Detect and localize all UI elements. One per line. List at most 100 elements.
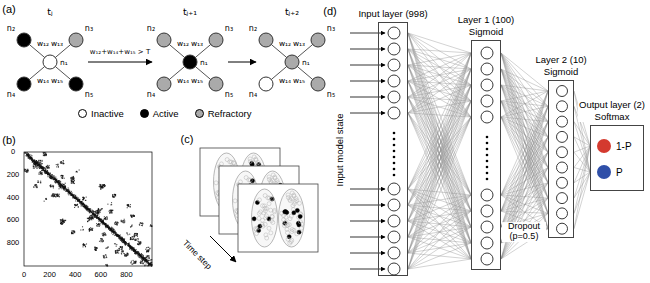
- matrix-entry: [63, 163, 64, 164]
- matrix-entry: [130, 246, 131, 247]
- matrix-entry: [25, 152, 26, 153]
- matrix-entry: [46, 172, 47, 173]
- matrix-entry: [130, 247, 131, 248]
- matrix-entry: [26, 155, 27, 156]
- matrix-entry: [149, 260, 150, 261]
- matrix-entry: [59, 183, 60, 184]
- matrix-entry: [53, 179, 54, 180]
- matrix-entry: [72, 196, 73, 197]
- matrix-entry: [122, 237, 123, 238]
- matrix-entry: [100, 223, 101, 224]
- matrix-entry: [37, 162, 38, 163]
- matrix-entry: [57, 181, 58, 182]
- matrix-entry: [66, 190, 67, 191]
- matrix-entry: [32, 161, 33, 162]
- matrix-entry: [73, 177, 74, 178]
- matrix-entry: [85, 207, 86, 208]
- matrix-entry: [64, 185, 65, 186]
- matrix-entry: [120, 234, 121, 235]
- matrix-entry: [98, 212, 99, 213]
- matrix-entry: [100, 188, 101, 189]
- matrix-entry: [44, 152, 45, 153]
- matrix-entry: [138, 252, 139, 253]
- matrix-entry: [93, 214, 94, 215]
- matrix-entry: [146, 261, 147, 262]
- matrix-entry: [56, 181, 57, 182]
- matrix-entry: [71, 194, 72, 195]
- matrix-entry: [95, 214, 96, 215]
- matrix-entry: [68, 192, 69, 193]
- matrix-entry: [56, 181, 57, 182]
- matrix-entry: [78, 200, 79, 201]
- matrix-entry: [56, 180, 57, 181]
- matrix-entry: [33, 160, 34, 161]
- matrix-entry: [119, 235, 120, 236]
- matrix-entry: [100, 187, 101, 188]
- matrix-entry: [135, 261, 136, 262]
- matrix-entry: [116, 235, 117, 236]
- matrix-entry: [98, 209, 99, 210]
- matrix-entry: [105, 217, 106, 218]
- neuron-circle: [17, 77, 31, 91]
- matrix-entry: [64, 187, 65, 188]
- matrix-entry: [145, 259, 146, 260]
- matrix-entry: [84, 206, 85, 207]
- matrix-entry: [99, 218, 100, 219]
- matrix-entry: [122, 251, 123, 252]
- matrix-entry: [44, 170, 45, 171]
- neuron-circle: [157, 77, 171, 91]
- matrix-entry: [145, 260, 146, 261]
- matrix-entry: [38, 164, 39, 165]
- matrix-entry: [44, 155, 45, 156]
- matrix-entry: [40, 164, 41, 165]
- matrix-entry: [124, 222, 125, 223]
- matrix-entry: [99, 219, 100, 220]
- matrix-entry: [140, 256, 141, 257]
- matrix-entry: [106, 225, 107, 226]
- matrix-entry: [41, 167, 42, 168]
- matrix-entry: [100, 219, 101, 220]
- matrix-entry: [35, 166, 36, 167]
- neuron-circle: [69, 33, 83, 47]
- matrix-entry: [41, 166, 42, 167]
- matrix-entry: [100, 220, 101, 221]
- matrix-entry: [80, 201, 81, 202]
- matrix-entry: [122, 241, 123, 242]
- matrix-entry: [93, 214, 94, 215]
- matrix-entry: [147, 260, 148, 261]
- matrix-entry: [59, 180, 60, 181]
- matrix-entry: [87, 208, 88, 209]
- matrix-entry: [103, 220, 104, 221]
- matrix-entry: [95, 216, 96, 217]
- matrix-entry: [118, 235, 119, 236]
- matrix-entry: [36, 166, 37, 167]
- matrix-entry: [135, 253, 136, 254]
- matrix-entry: [78, 200, 79, 201]
- matrix-entry: [45, 169, 46, 170]
- matrix-entry: [35, 163, 36, 164]
- matrix-entry: [130, 246, 131, 247]
- matrix-entry: [137, 240, 138, 241]
- matrix-entry: [149, 258, 150, 259]
- matrix-entry: [130, 247, 131, 248]
- matrix-entry: [83, 229, 84, 230]
- matrix-entry: [71, 178, 72, 179]
- matrix-entry: [40, 160, 41, 161]
- matrix-entry: [137, 253, 138, 254]
- matrix-entry: [144, 260, 145, 261]
- matrix-entry: [71, 195, 72, 196]
- matrix-entry: [149, 264, 150, 265]
- matrix-entry: [75, 205, 76, 206]
- matrix-entry: [98, 218, 99, 219]
- matrix-entry: [105, 219, 106, 220]
- matrix-entry: [36, 160, 37, 161]
- matrix-entry: [88, 209, 89, 210]
- matrix-entry: [116, 235, 117, 236]
- matrix-entry: [121, 238, 122, 239]
- matrix-entry: [82, 204, 83, 205]
- matrix-entry: [38, 162, 39, 163]
- matrix-entry: [45, 173, 46, 174]
- matrix-entry: [128, 245, 129, 246]
- matrix-entry: [35, 163, 36, 164]
- matrix-entry: [84, 204, 85, 205]
